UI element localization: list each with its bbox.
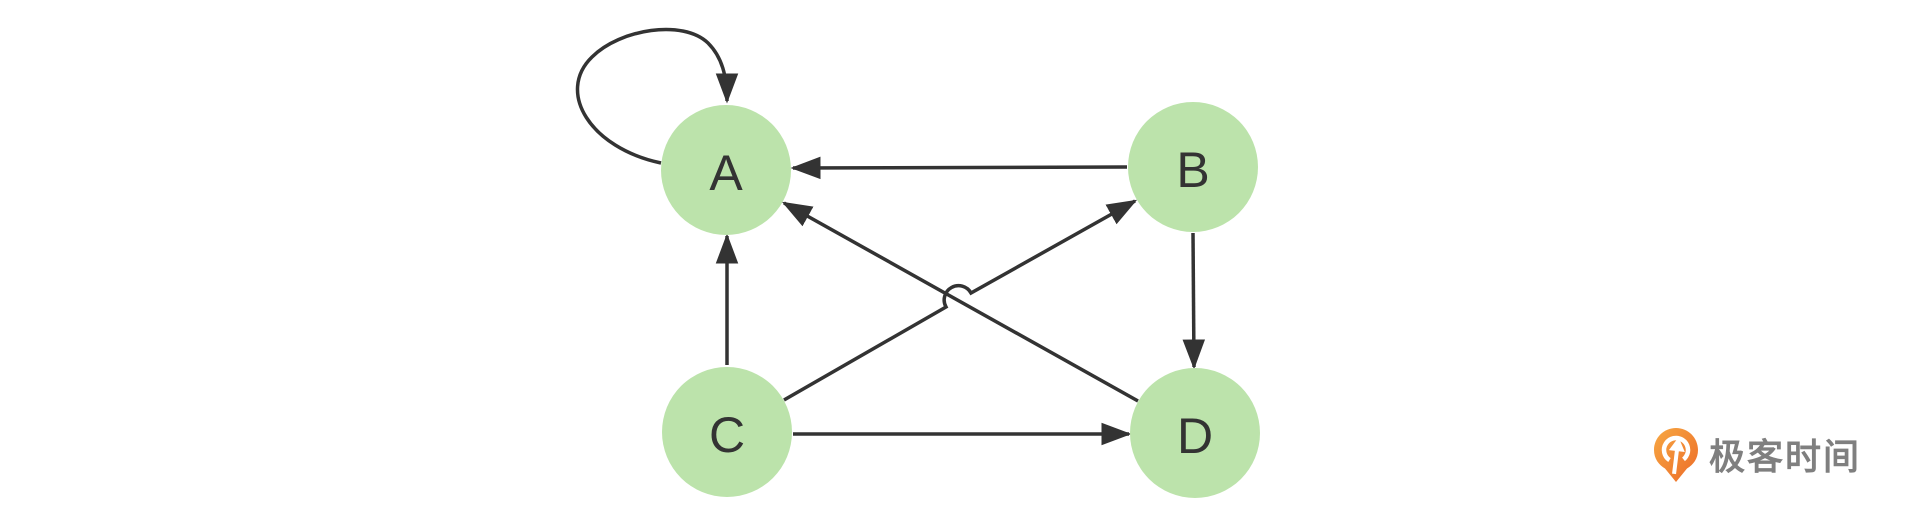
edge-C-to-B (783, 199, 1138, 402)
node-label-D: D (1177, 408, 1213, 464)
edge-B-to-A (790, 156, 1128, 180)
nodes-layer: A B C D (661, 102, 1260, 498)
geektime-logo-text: 极客时间 (1709, 436, 1862, 477)
graph-node-A: A (661, 105, 791, 235)
node-circle-C (662, 367, 792, 497)
geektime-pin-icon (1654, 428, 1698, 482)
geektime-logo: 极客时间 (1652, 428, 1861, 486)
node-circle-A (661, 105, 791, 235)
edge-D-to-A (781, 201, 1139, 403)
edge-B-to-D (1182, 232, 1206, 370)
graph-node-C: C (662, 367, 792, 497)
edges-layer (575, 27, 1206, 446)
node-circle-B (1128, 102, 1258, 232)
graph-node-D: D (1130, 368, 1260, 498)
node-label-A: A (709, 145, 743, 201)
node-label-C: C (709, 407, 745, 463)
node-label-B: B (1176, 142, 1209, 198)
edge-A-to-A (575, 27, 739, 165)
node-circle-D (1130, 368, 1260, 498)
graph-node-B: B (1128, 102, 1258, 232)
